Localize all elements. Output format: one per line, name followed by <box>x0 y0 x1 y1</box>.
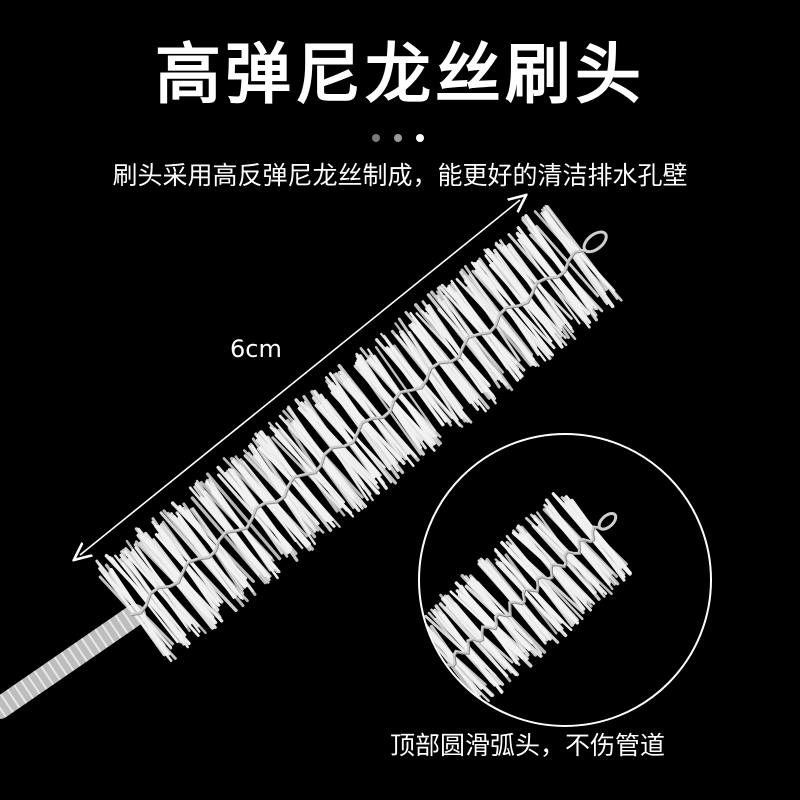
dot-3 <box>416 134 424 142</box>
pagination-dots <box>372 134 424 142</box>
length-arrow <box>80 200 520 555</box>
product-description: 刷头采用高反弹尼龙丝制成，能更好的清洁排水孔壁 <box>112 161 688 190</box>
brush-head <box>95 204 623 662</box>
tip-caption: 顶部圆滑弧头，不伤管道 <box>390 731 666 760</box>
length-label: 6cm <box>230 335 282 363</box>
dot-1 <box>372 134 380 142</box>
dot-2 <box>394 134 402 142</box>
product-title: 高弹尼龙丝刷头 <box>155 36 645 113</box>
brush-handle <box>0 604 146 719</box>
zoom-circle <box>418 433 712 727</box>
